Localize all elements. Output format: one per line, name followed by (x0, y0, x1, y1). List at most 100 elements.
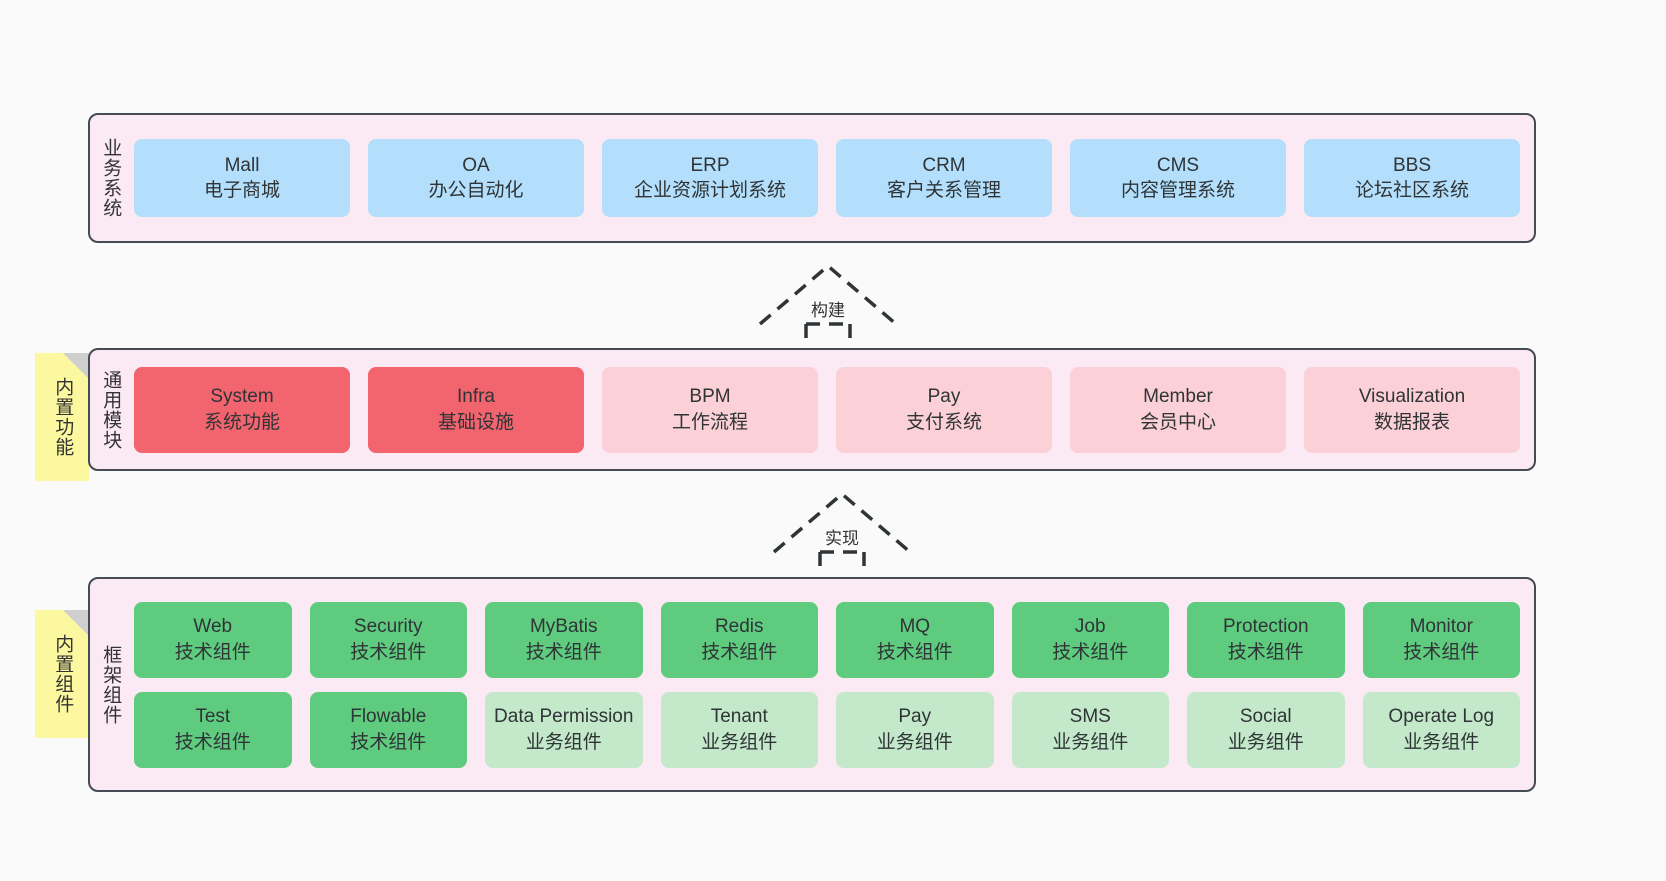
card-subtitle: 系统功能 (203, 411, 280, 433)
layer-framework-components: 框架组件 Web 技术组件 Security 技术组件 MyBatis 技术组件… (88, 577, 1536, 792)
card-cms[interactable]: CMS 内容管理系统 (1070, 139, 1286, 217)
card-visualization[interactable]: Visualization 数据报表 (1304, 366, 1520, 453)
card-title: Monitor (1409, 616, 1473, 638)
card-subtitle: 电子商城 (203, 180, 280, 201)
note-builtin-component: 内置组件 (35, 610, 89, 738)
card-subtitle: 内容管理系统 (1120, 180, 1235, 201)
card-title: Flowable (350, 706, 427, 728)
card-title: Member (1143, 386, 1213, 408)
card-title: Protection (1222, 616, 1309, 638)
card-subtitle: 业务组件 (701, 731, 778, 753)
card-bpm[interactable]: BPM 工作流程 (602, 366, 818, 453)
card-erp[interactable]: ERP 企业资源计划系统 (602, 139, 818, 217)
card-subtitle: 技术组件 (174, 641, 251, 663)
layer-common-body: System 系统功能 Infra 基础设施 BPM 工作流程 Pay 支付系统… (130, 350, 1534, 469)
card-subtitle: 技术组件 (350, 731, 427, 753)
card-mq[interactable]: MQ 技术组件 (836, 601, 994, 678)
layer-business-systems: 业务系统 Mall 电子商城 OA 办公自动化 ERP 企业资源计划系统 CRM (88, 113, 1536, 243)
card-title: OA (462, 154, 490, 176)
card-subtitle: 业务组件 (1052, 731, 1129, 753)
connector-build: 构建 (758, 262, 898, 342)
card-title: Data Permission (494, 706, 634, 728)
card-subtitle: 数据报表 (1373, 411, 1450, 433)
card-title: SMS (1069, 706, 1111, 728)
card-title: BBS (1392, 154, 1432, 176)
card-subtitle: 会员中心 (1139, 411, 1216, 433)
card-subtitle: 技术组件 (1052, 641, 1129, 663)
card-subtitle: 企业资源计划系统 (633, 180, 786, 201)
card-title: System (210, 386, 274, 408)
card-subtitle: 技术组件 (525, 641, 602, 663)
note-label: 内置功能 (52, 377, 74, 457)
card-subtitle: 技术组件 (174, 731, 251, 753)
card-subtitle: 支付系统 (905, 411, 982, 433)
connector-implement-label: 实现 (822, 524, 862, 549)
card-pay[interactable]: Pay 支付系统 (836, 366, 1052, 453)
card-mybatis[interactable]: MyBatis 技术组件 (485, 601, 643, 678)
card-title: Social (1239, 706, 1292, 728)
card-subtitle: 业务组件 (1403, 731, 1480, 753)
card-member[interactable]: Member 会员中心 (1070, 366, 1286, 453)
card-title: Pay (927, 386, 961, 408)
card-infra[interactable]: Infra 基础设施 (368, 366, 584, 453)
card-title: Mall (224, 154, 260, 176)
card-web[interactable]: Web 技术组件 (134, 601, 292, 678)
framework-row-1: Web 技术组件 Security 技术组件 MyBatis 技术组件 Redi… (134, 601, 1520, 678)
card-title: Visualization (1358, 386, 1466, 408)
card-subtitle: 论坛社区系统 (1354, 180, 1469, 201)
card-job[interactable]: Job 技术组件 (1011, 601, 1169, 678)
note-builtin-function: 内置功能 (35, 353, 89, 481)
card-security[interactable]: Security 技术组件 (309, 601, 467, 678)
card-operate-log[interactable]: Operate Log 业务组件 (1362, 691, 1520, 768)
card-title: MQ (899, 616, 931, 638)
card-title: Operate Log (1388, 706, 1495, 728)
card-redis[interactable]: Redis 技术组件 (660, 601, 818, 678)
card-system[interactable]: System 系统功能 (134, 366, 350, 453)
card-subtitle: 技术组件 (1227, 641, 1304, 663)
note-fold-corner (63, 610, 89, 636)
card-test[interactable]: Test 技术组件 (134, 691, 292, 768)
card-title: Tenant (710, 706, 768, 728)
card-flowable[interactable]: Flowable 技术组件 (309, 691, 467, 768)
card-subtitle: 客户关系管理 (886, 180, 1001, 201)
card-crm[interactable]: CRM 客户关系管理 (836, 139, 1052, 217)
card-subtitle: 业务组件 (1227, 731, 1304, 753)
card-subtitle: 技术组件 (701, 641, 778, 663)
card-subtitle: 工作流程 (671, 411, 748, 433)
card-protection[interactable]: Protection 技术组件 (1187, 601, 1345, 678)
card-subtitle: 技术组件 (350, 641, 427, 663)
card-bbs[interactable]: BBS 论坛社区系统 (1304, 139, 1520, 217)
card-monitor[interactable]: Monitor 技术组件 (1362, 601, 1520, 678)
card-title: Pay (898, 706, 932, 728)
card-subtitle: 办公自动化 (428, 180, 524, 201)
layer-business-body: Mall 电子商城 OA 办公自动化 ERP 企业资源计划系统 CRM 客户关系… (130, 115, 1534, 241)
layer-common-title: 通用模块 (100, 369, 122, 450)
card-data-permission[interactable]: Data Permission 业务组件 (485, 691, 643, 768)
note-label: 内置组件 (52, 634, 74, 714)
card-mall[interactable]: Mall 电子商城 (134, 139, 350, 217)
card-title: BPM (689, 386, 731, 408)
card-title: Security (353, 616, 423, 638)
card-subtitle: 技术组件 (1403, 641, 1480, 663)
card-subtitle: 业务组件 (525, 731, 602, 753)
layer-common-modules: 通用模块 System 系统功能 Infra 基础设施 BPM 工作流程 Pay (88, 348, 1536, 471)
connector-implement: 实现 (772, 490, 912, 570)
card-title: Web (193, 616, 233, 638)
business-row: Mall 电子商城 OA 办公自动化 ERP 企业资源计划系统 CRM 客户关系… (134, 139, 1520, 217)
card-tenant[interactable]: Tenant 业务组件 (660, 691, 818, 768)
card-title: CMS (1156, 154, 1200, 176)
note-fold-corner (63, 353, 89, 379)
card-pay-business[interactable]: Pay 业务组件 (836, 691, 994, 768)
card-title: ERP (690, 154, 730, 176)
card-sms[interactable]: SMS 业务组件 (1011, 691, 1169, 768)
card-title: Test (195, 706, 231, 728)
card-oa[interactable]: OA 办公自动化 (368, 139, 584, 217)
card-title: MyBatis (529, 616, 598, 638)
card-title: Job (1074, 616, 1106, 638)
connector-build-label: 构建 (808, 296, 848, 321)
card-subtitle: 技术组件 (876, 641, 953, 663)
card-title: Infra (456, 386, 496, 408)
layer-framework-body: Web 技术组件 Security 技术组件 MyBatis 技术组件 Redi… (130, 579, 1534, 790)
card-social[interactable]: Social 业务组件 (1187, 691, 1345, 768)
